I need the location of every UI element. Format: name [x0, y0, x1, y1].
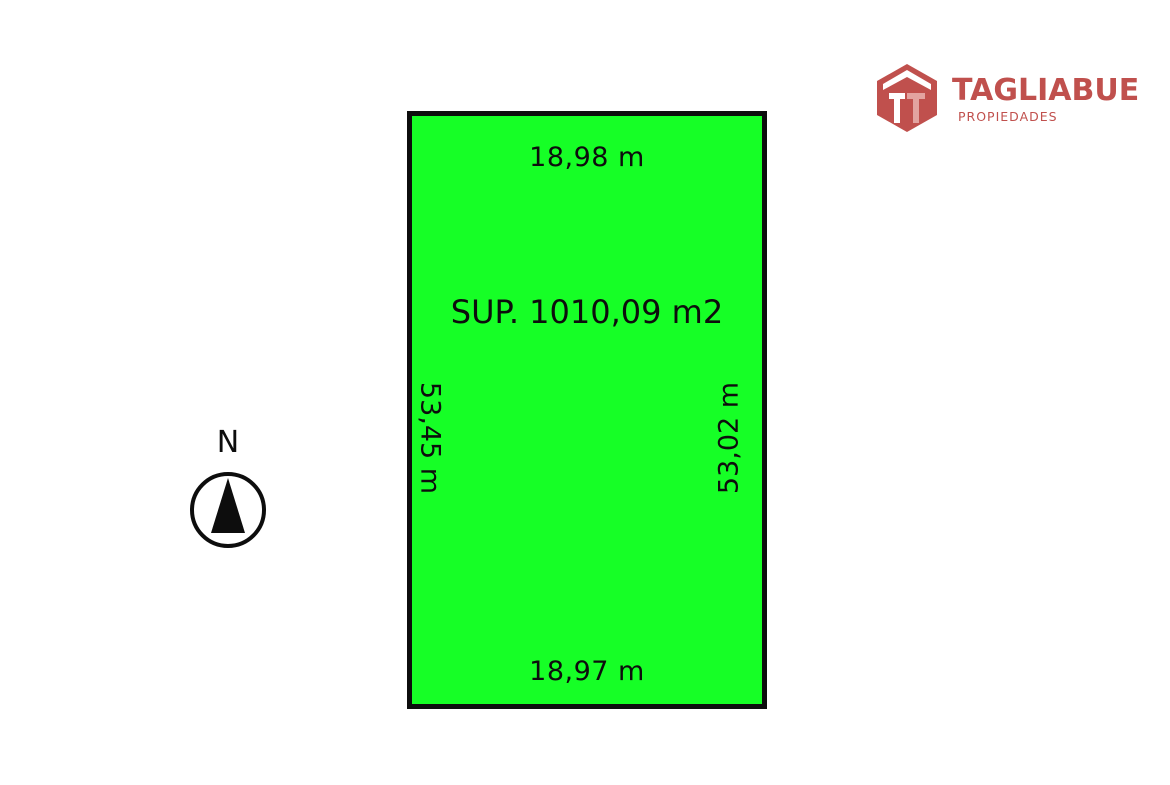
house-hexagon-icon — [877, 64, 937, 132]
north-compass: N — [188, 428, 268, 552]
brand-subtitle: PROPIEDADES — [958, 109, 1058, 124]
left-side-measurement: 53,45 m — [414, 381, 446, 495]
north-arrow-icon — [190, 472, 266, 548]
brand-logo: TAGLIABUE PROPIEDADES — [874, 62, 1139, 134]
brand-name: TAGLIABUE — [952, 73, 1140, 108]
lot-plot: 18,98 m SUP. 1010,09 m2 53,45 m 53,02 m … — [407, 111, 767, 709]
right-side-measurement: 53,02 m — [713, 381, 745, 495]
lot-area-label: SUP. 1010,09 m2 — [450, 293, 724, 331]
top-side-measurement: 18,98 m — [529, 142, 645, 173]
north-label: N — [216, 425, 240, 460]
bottom-side-measurement: 18,97 m — [529, 656, 645, 687]
